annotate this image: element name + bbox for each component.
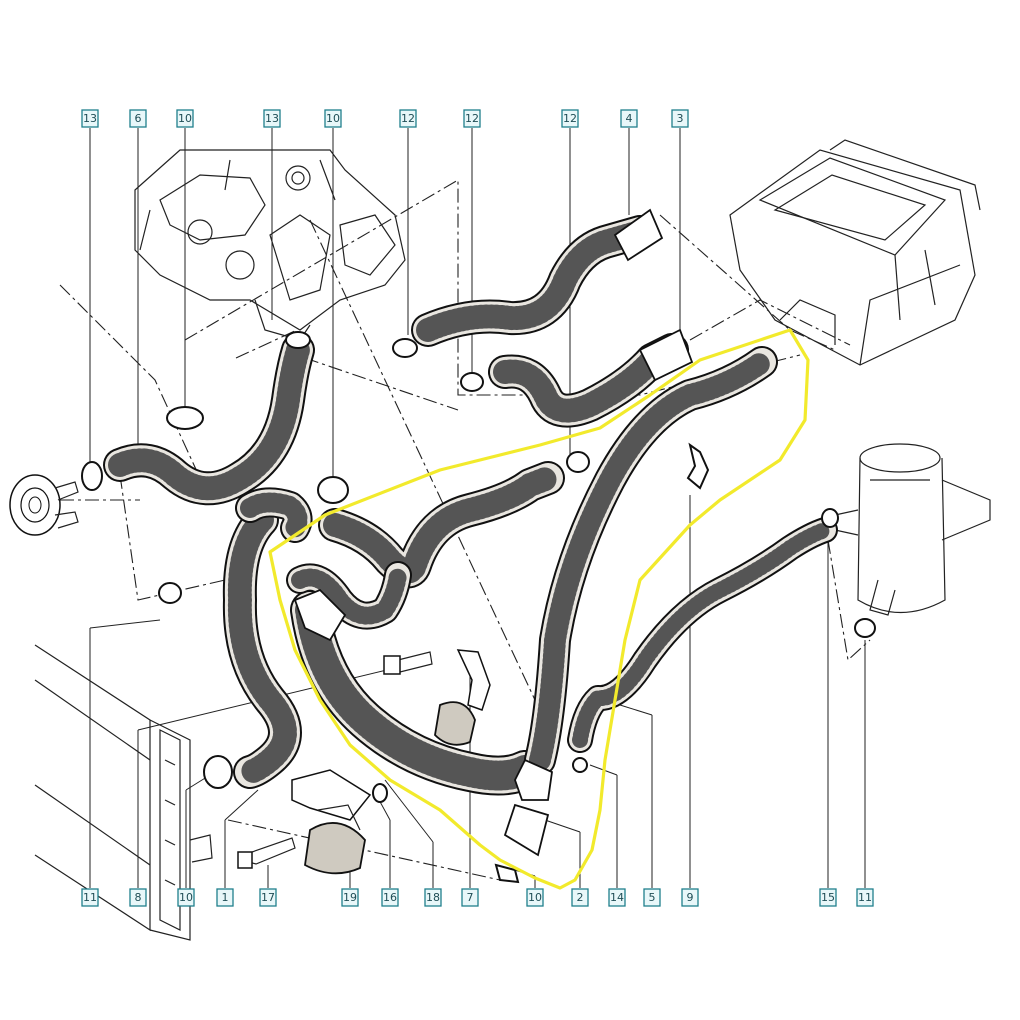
hose-6 xyxy=(108,338,310,501)
clamp-icon xyxy=(203,755,233,789)
callout-number: 4 xyxy=(626,112,633,125)
clamp-icon xyxy=(81,461,103,491)
callout-top-10: 10 xyxy=(324,109,342,128)
callout-top-6: 6 xyxy=(129,109,147,128)
fasteners-and-brackets xyxy=(237,649,491,875)
clamp-icon xyxy=(460,372,484,392)
callout-bottom-10: 10 xyxy=(526,888,544,907)
callout-bottom-8: 8 xyxy=(129,888,147,907)
callout-bottom-10: 10 xyxy=(177,888,195,907)
hose-7 xyxy=(295,595,540,791)
callout-number: 10 xyxy=(528,891,542,904)
callout-number: 19 xyxy=(343,891,357,904)
callout-bottom-1: 1 xyxy=(216,888,234,907)
hose-2 xyxy=(529,351,773,771)
clamp-icon xyxy=(158,582,182,604)
clamp-icon xyxy=(854,618,876,638)
callout-number: 13 xyxy=(83,112,97,125)
bracket-icon xyxy=(291,769,372,821)
expansion-tank xyxy=(834,443,991,616)
callout-number: 2 xyxy=(577,891,584,904)
callout-top-13: 13 xyxy=(81,109,99,128)
callout-number: 9 xyxy=(687,891,694,904)
callout-bottom-17: 17 xyxy=(259,888,277,907)
callout-number: 10 xyxy=(179,891,193,904)
hose-end-2 xyxy=(503,803,550,857)
bracket-icon xyxy=(434,701,476,746)
callout-bottom-15: 15 xyxy=(819,888,837,907)
clamp-icon xyxy=(494,863,520,884)
callout-number: 11 xyxy=(83,891,97,904)
hose-10-short xyxy=(240,492,308,538)
clamp-icon xyxy=(166,406,204,430)
y-connector-7 xyxy=(293,588,347,642)
bracket-icon xyxy=(304,822,366,875)
callout-number: 7 xyxy=(467,891,474,904)
callout-number: 18 xyxy=(426,891,440,904)
hose-7-branch xyxy=(291,566,407,625)
callout-number: 1 xyxy=(222,891,229,904)
y-connector-2 xyxy=(514,758,553,801)
clamp-icon xyxy=(392,338,418,358)
callout-bottom-5: 5 xyxy=(643,888,661,907)
hose-5 xyxy=(572,522,833,748)
callout-bottom-18: 18 xyxy=(424,888,442,907)
clamp-icon xyxy=(317,476,349,504)
callout-number: 15 xyxy=(821,891,835,904)
callout-number: 10 xyxy=(326,112,340,125)
clamp-icon xyxy=(372,783,388,803)
callout-top-12: 12 xyxy=(463,109,481,128)
engine-block-illustration xyxy=(134,149,406,341)
callout-top-3: 3 xyxy=(671,109,689,128)
oil-cooler-flange xyxy=(9,474,79,536)
callout-number: 8 xyxy=(135,891,142,904)
callout-number: 16 xyxy=(383,891,397,904)
hose-3 xyxy=(493,338,684,423)
callout-bottom-9: 9 xyxy=(681,888,699,907)
hose-8 xyxy=(323,466,560,584)
heater-matrix-box xyxy=(729,139,981,366)
callout-number: 12 xyxy=(401,112,415,125)
callout-number: 11 xyxy=(858,891,872,904)
callout-bottom-11: 11 xyxy=(856,888,874,907)
callout-bottom-2: 2 xyxy=(571,888,589,907)
callout-top-13: 13 xyxy=(263,109,281,128)
callout-top-12: 12 xyxy=(561,109,579,128)
callout-bottom-7: 7 xyxy=(461,888,479,907)
callout-bottom-14: 14 xyxy=(608,888,626,907)
callout-number: 3 xyxy=(677,112,684,125)
callout-number: 6 xyxy=(135,112,142,125)
clamp-icon xyxy=(566,451,590,473)
hose-set xyxy=(103,208,838,857)
callout-top-12: 12 xyxy=(399,109,417,128)
clamp-icon xyxy=(821,508,839,528)
hose-clamps xyxy=(81,331,876,884)
hose-5 xyxy=(569,519,836,751)
callout-bottom-11: 11 xyxy=(81,888,99,907)
bolt-icon xyxy=(397,651,433,673)
callout-bottom-16: 16 xyxy=(381,888,399,907)
callout-number: 17 xyxy=(261,891,275,904)
bracket-icon xyxy=(456,649,491,711)
callout-top-10: 10 xyxy=(176,109,194,128)
hose-end-4 xyxy=(613,208,664,262)
callout-number: 13 xyxy=(265,112,279,125)
hose-12-upper xyxy=(416,220,652,342)
clamp-icon xyxy=(572,757,588,773)
callout-number: 5 xyxy=(649,891,656,904)
callout-number: 14 xyxy=(610,891,624,904)
callout-top-4: 4 xyxy=(620,109,638,128)
hose-end-3 xyxy=(638,328,694,382)
callout-bottom-19: 19 xyxy=(341,888,359,907)
callout-number: 10 xyxy=(178,112,192,125)
clamp-icon xyxy=(686,442,710,490)
callout-labels: 13 6 10 13 10 12 12 12 4 3 11 8 10 1 17 19 16 18 7 10 2 14 5 9 1… xyxy=(81,109,874,907)
callout-number: 12 xyxy=(465,112,479,125)
callout-number: 12 xyxy=(563,112,577,125)
hose-1 xyxy=(227,508,297,784)
clamp-icon xyxy=(285,331,311,349)
highlight-outline xyxy=(268,328,810,890)
